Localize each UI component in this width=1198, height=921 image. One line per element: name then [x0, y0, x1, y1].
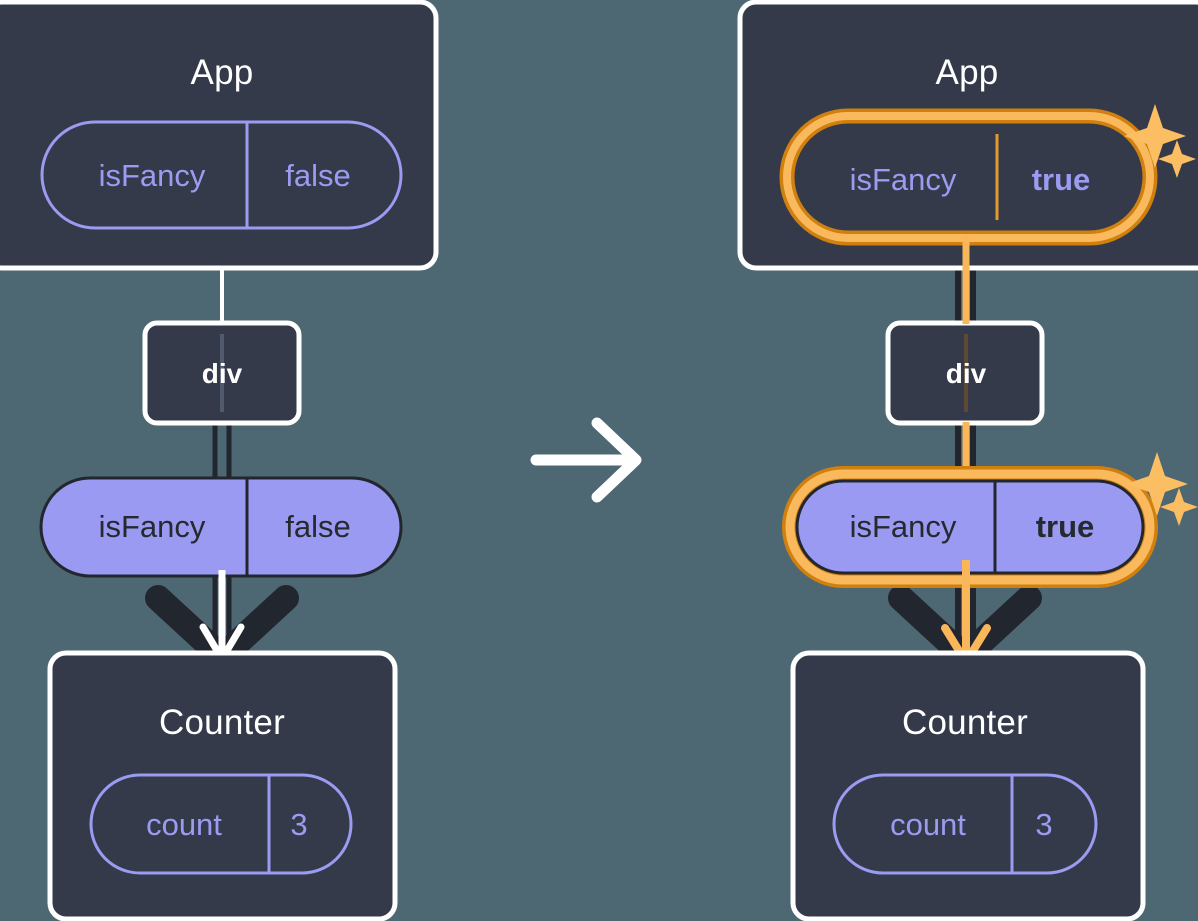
- prop-pill-left[interactable]: [39, 476, 403, 578]
- counter-panel-left[interactable]: [47, 650, 398, 921]
- sparkle-icon-mid: [1126, 452, 1198, 526]
- counter-state-pill-right[interactable]: [832, 773, 1098, 875]
- counter-panel-right[interactable]: [790, 650, 1146, 921]
- sparkle-icon-top: [1124, 104, 1196, 178]
- counter-state-pill-left[interactable]: [89, 773, 353, 875]
- app-panel-right[interactable]: [737, 0, 1198, 271]
- app-state-pill-left[interactable]: [40, 120, 403, 230]
- div-node-left[interactable]: [142, 320, 302, 426]
- app-panel-left[interactable]: [0, 0, 439, 271]
- div-node-right[interactable]: [885, 320, 1045, 426]
- transition-arrow-right-icon: [530, 417, 642, 503]
